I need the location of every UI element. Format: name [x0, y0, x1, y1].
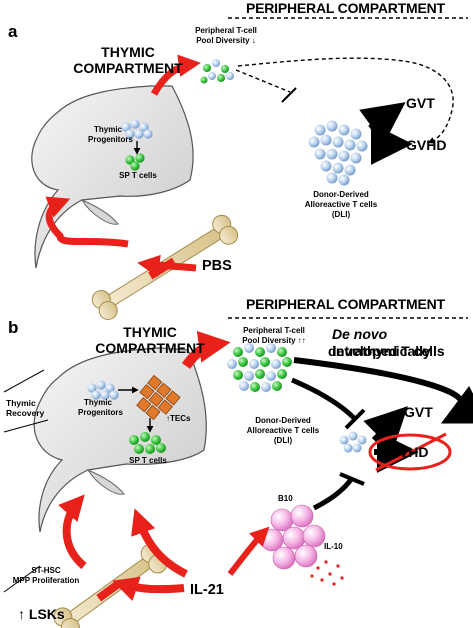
b10-label: B10 [278, 494, 293, 503]
dashed-inhibition-line-a [235, 69, 291, 93]
il21-to-bone-arrow [112, 576, 185, 601]
b10-cell-cluster [260, 504, 326, 570]
de-novo-inhibition-line [291, 377, 356, 420]
thymus-output-arrow-a [150, 54, 201, 96]
sp-t-cells-label-b: SP T cells [129, 456, 167, 465]
de-novo-rest-text: intrathymically [332, 343, 431, 359]
panel-b [3, 317, 473, 628]
b10-inhibition-line [312, 476, 355, 511]
thymus-fold-b [86, 468, 125, 495]
panel-a [31, 17, 468, 321]
de-novo-inhibition-bar [344, 408, 366, 430]
thymus-lobe-b [33, 347, 207, 533]
gvt-label-a: GVT [406, 95, 435, 111]
donor-cells-label-a: Donor-Derived Alloreactive T cells (DLI) [304, 190, 378, 219]
il21-label: IL-21 [190, 582, 224, 598]
dashed-gvt-path-a [237, 57, 454, 144]
donor-cells-label-b: Donor-Derived Alloreactive T cells (DLI) [246, 416, 320, 445]
thymic-progenitors-label-a: Thymic Progenitors [88, 125, 133, 144]
tecs-label: ↑TECs [166, 414, 191, 423]
de-novo-italic-text: De novo [332, 326, 388, 342]
gvhd-prohibition-ring [368, 433, 452, 471]
de-novo-to-gvt-arrow [293, 357, 473, 424]
bone-to-thymus-arrow-b [58, 494, 87, 570]
st-hsc-label: ST-HSC MPP Proliferation [12, 566, 80, 585]
pool-diversity-label-b: Peripheral T-cell Pool Diversity ↑↑ [242, 326, 306, 345]
gvhd-label-b: GVHD [388, 444, 429, 460]
de-novo-label: De novo intrathymically [332, 326, 473, 360]
pool-diversity-label-a: Peripheral T-cell Pool Diversity ↓ [195, 26, 257, 45]
donor-cells-cluster-b [339, 431, 367, 453]
thymic-compartment-title-b: THYMIC COMPARTMENT [95, 324, 205, 356]
tecs-grid [136, 374, 181, 421]
thymic-progenitors-cluster-b [87, 380, 119, 400]
thymus-output-arrow-b [181, 330, 231, 369]
bone-to-thymus-arrow-a [45, 196, 129, 248]
panel-a-label: a [8, 22, 18, 41]
panel-b-label: b [8, 318, 19, 337]
peripheral-pool-b [227, 343, 292, 392]
il21-to-thymus-arrow [131, 508, 188, 578]
gvhd-label-a: GVHD [406, 137, 447, 153]
pbs-label: PBS [202, 258, 232, 274]
peripheral-compartment-title-a: PERIPHERAL COMPARTMENT [246, 0, 445, 16]
thymic-compartment-title-a: THYMIC COMPARTMENT [73, 44, 183, 76]
inhibition-bar-a [281, 87, 297, 103]
pbs-arrow [137, 254, 197, 277]
thymic-recovery-tick-1 [3, 369, 45, 393]
sp-t-cells-cluster-a [125, 153, 145, 171]
sp-t-cells-cluster-b [129, 432, 166, 454]
thymic-recovery-tick-2 [3, 419, 49, 433]
peripheral-compartment-title-b: PERIPHERAL COMPARTMENT [246, 296, 445, 312]
peripheral-pool-a [200, 59, 234, 84]
b10-inhibition-bar [339, 472, 365, 486]
thymic-recovery-label: Thymic Recovery [6, 398, 45, 418]
thymus-fold-a [80, 198, 119, 225]
gvt-label-b: GVT [404, 404, 433, 420]
gvhd-prohibition-slash [375, 432, 447, 472]
il10-label: IL-10 [324, 542, 343, 551]
bone-b [53, 543, 168, 628]
thymic-progenitors-label-b: Thymic Progenitors [78, 398, 123, 417]
il21-to-b10-arrow [227, 526, 270, 576]
lsks-label: ↑ LSKs [18, 606, 65, 622]
thymic-progenitors-cluster-a [121, 119, 153, 139]
de-novo-label-line2: developed T cells [328, 343, 445, 359]
donor-cells-cluster-a [308, 120, 368, 186]
gvt-arrow-a [359, 102, 406, 144]
il10-dots [310, 560, 344, 586]
sp-t-cells-label-a: SP T cells [119, 171, 157, 180]
st-hsc-tick [3, 565, 41, 593]
